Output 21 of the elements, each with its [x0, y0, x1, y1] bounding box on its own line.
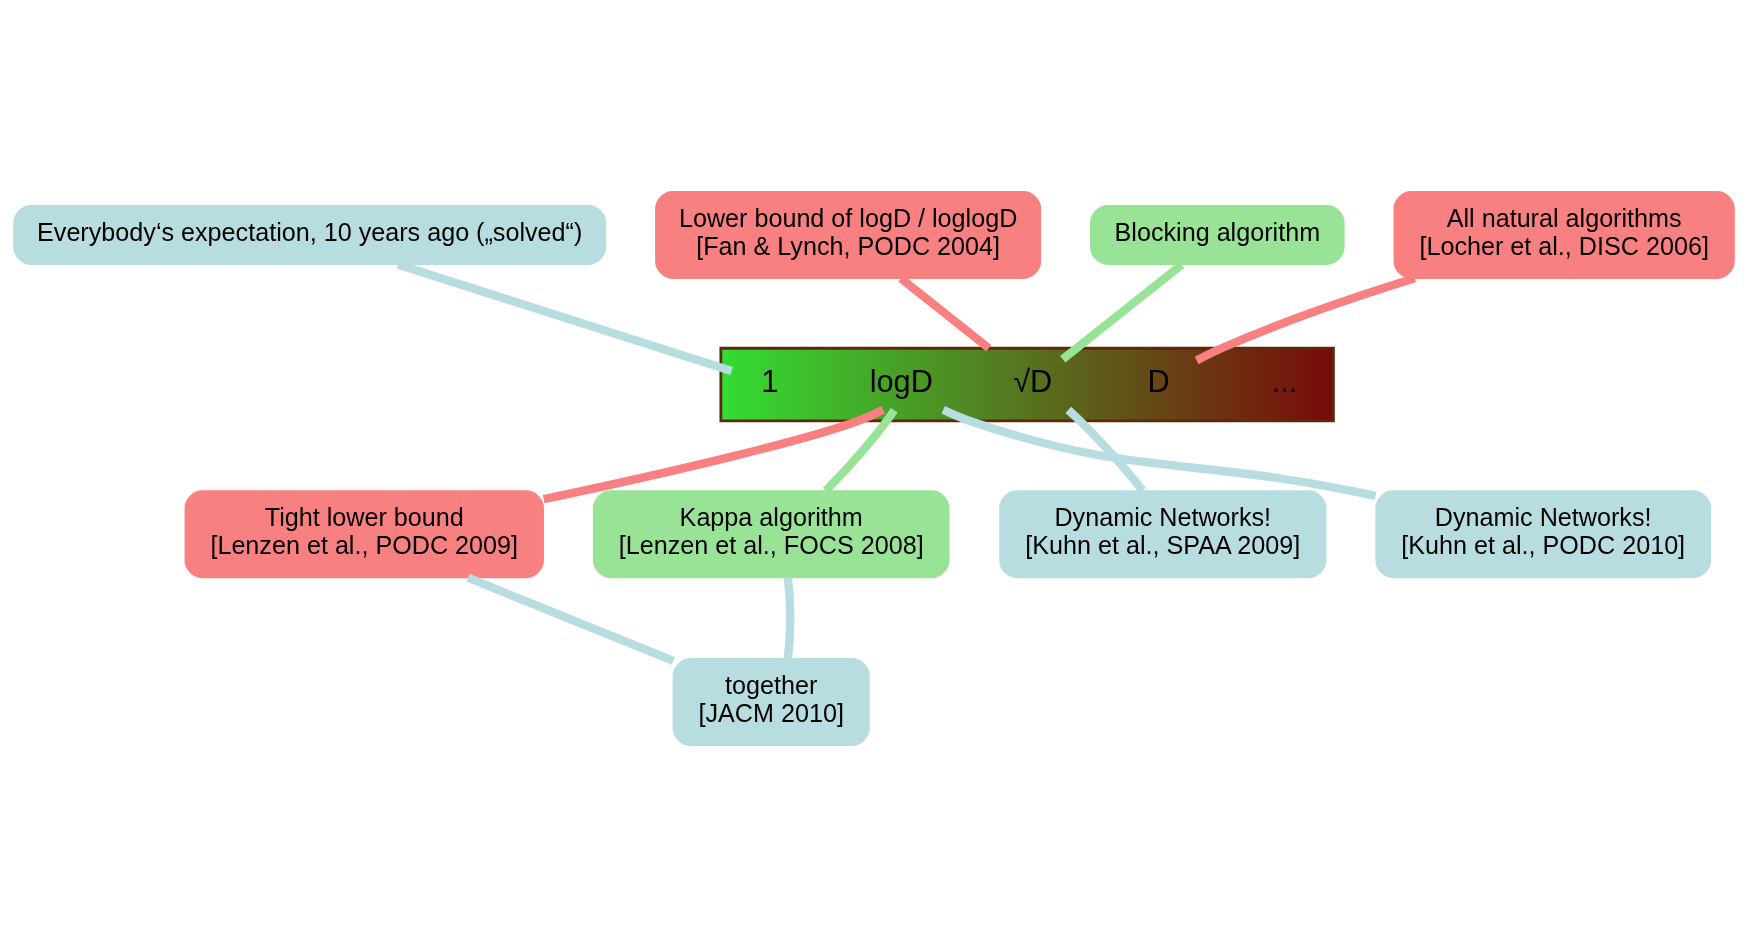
node-text: 1 — [761, 364, 779, 400]
node-box: Dynamic Networks! [Kuhn et al., PODC 2010] — [1375, 490, 1711, 579]
node-box: Everybody‘s expectation, 10 years ago („solved“) — [13, 204, 607, 265]
node-box: Tight lower bound [Lenzen et al., PODC 2009] — [184, 490, 544, 579]
node-box: Lower bound of logD / loglogD [Fan & Lynch, PODC 2004] — [655, 190, 1042, 279]
node-box: All natural algorithms [Locher et al., DISC 2006] — [1393, 190, 1735, 279]
cluster — [719, 346, 1335, 423]
node-text: ... — [1271, 364, 1298, 400]
connector — [466, 573, 675, 665]
node-text: √D — [1013, 364, 1053, 400]
node-box: Dynamic Networks! [Kuhn et al., SPAA 2009] — [999, 490, 1327, 579]
connector — [783, 577, 795, 660]
connector — [822, 407, 898, 494]
connector — [1065, 406, 1146, 494]
node-text: D — [1147, 364, 1170, 400]
node-box: Kappa algorithm [Lenzen et al., FOCS 2008] — [592, 490, 950, 579]
connector — [542, 406, 886, 504]
connector — [1194, 274, 1416, 365]
node-box: together [JACM 2010] — [672, 658, 870, 747]
node-text: logD — [869, 364, 933, 400]
node-box: Blocking algorithm — [1090, 204, 1345, 265]
